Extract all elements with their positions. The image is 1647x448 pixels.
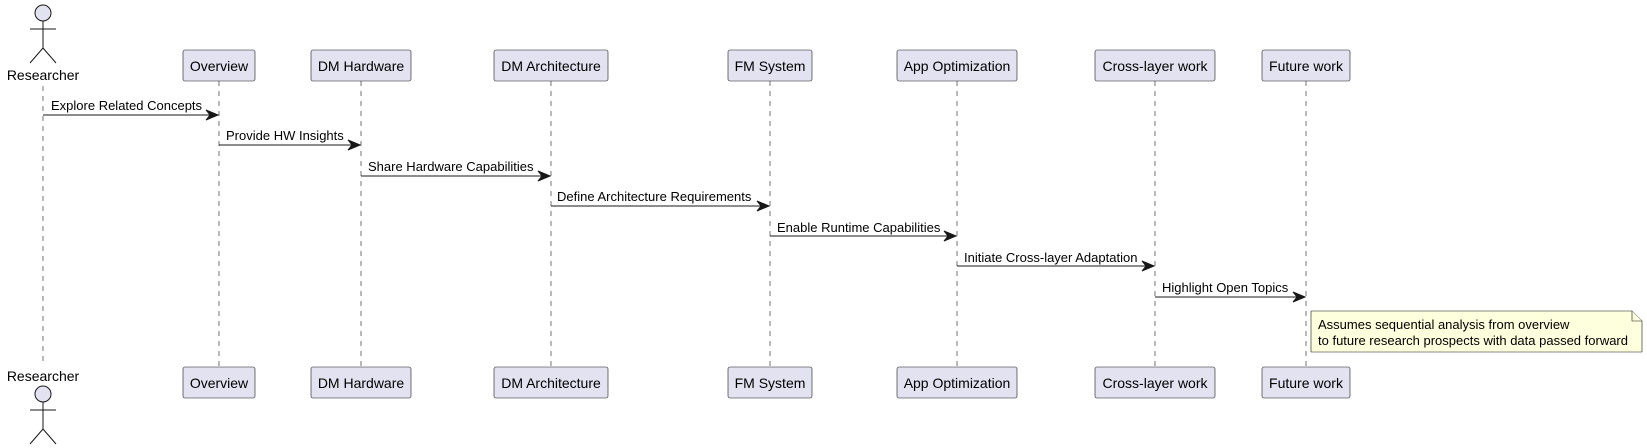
participant-label: Overview xyxy=(190,58,249,74)
participant-future-work: Future work xyxy=(1261,366,1351,399)
participant-label: App Optimization xyxy=(904,375,1011,391)
note: Assumes sequential analysis from overvie… xyxy=(1310,310,1643,353)
participant-label: DM Hardware xyxy=(318,375,405,391)
message-explore-related-concepts: Explore Related Concepts xyxy=(43,98,220,121)
participant-overview: Overview xyxy=(182,49,256,82)
participant-label: FM System xyxy=(735,58,806,74)
messages: Explore Related Concepts Provide HW Insi… xyxy=(43,98,1307,303)
participant-cross-layer-work: Cross-layer work xyxy=(1094,49,1216,82)
message-define-architecture-requirements: Define Architecture Requirements xyxy=(551,189,771,212)
participants-bottom: Overview DM Hardware DM Architecture FM … xyxy=(182,366,1351,399)
note-line-1: Assumes sequential analysis from overvie… xyxy=(1318,317,1570,332)
participant-label: App Optimization xyxy=(904,58,1011,74)
arrowhead-icon xyxy=(756,200,771,212)
note-line-2: to future research prospects with data p… xyxy=(1318,333,1628,348)
message-highlight-open-topics: Highlight Open Topics xyxy=(1155,280,1307,303)
participant-fm-system: FM System xyxy=(727,49,813,82)
message-initiate-cross-layer-adaptation: Initiate Cross-layer Adaptation xyxy=(957,250,1156,272)
participants-top: Overview DM Hardware DM Architecture FM … xyxy=(182,49,1351,82)
arrowhead-icon xyxy=(205,109,220,121)
participant-dm-architecture: DM Architecture xyxy=(493,49,609,82)
participant-label: DM Architecture xyxy=(501,58,601,74)
arrowhead-icon xyxy=(1141,260,1156,272)
message-enable-runtime-capabilities: Enable Runtime Capabilities xyxy=(770,220,958,242)
participant-label: DM Hardware xyxy=(318,58,405,74)
participant-app-optimization: App Optimization xyxy=(896,366,1018,399)
message-label: Enable Runtime Capabilities xyxy=(777,220,941,235)
message-label: Share Hardware Capabilities xyxy=(368,159,534,174)
actor-researcher-bottom: Researcher xyxy=(7,368,80,445)
actor-label: Researcher xyxy=(7,368,80,384)
lifelines xyxy=(42,81,1307,367)
message-provide-hw-insights: Provide HW Insights xyxy=(219,128,362,151)
arrowhead-icon xyxy=(347,139,362,151)
participant-overview: Overview xyxy=(182,366,256,399)
message-label: Explore Related Concepts xyxy=(51,98,203,113)
participant-label: Overview xyxy=(190,375,249,391)
participant-label: DM Architecture xyxy=(501,375,601,391)
participant-cross-layer-work: Cross-layer work xyxy=(1094,366,1216,399)
actor-label: Researcher xyxy=(7,67,80,83)
participant-label: Cross-layer work xyxy=(1102,58,1208,74)
participant-fm-system: FM System xyxy=(727,366,813,399)
participant-dm-architecture: DM Architecture xyxy=(493,366,609,399)
participant-app-optimization: App Optimization xyxy=(896,49,1018,82)
participant-label: FM System xyxy=(735,375,806,391)
message-label: Highlight Open Topics xyxy=(1162,280,1289,295)
participant-future-work: Future work xyxy=(1261,49,1351,82)
note-corner-fold xyxy=(1631,311,1642,322)
arrowhead-icon xyxy=(943,230,958,242)
message-label: Define Architecture Requirements xyxy=(557,189,752,204)
message-label: Initiate Cross-layer Adaptation xyxy=(964,250,1137,265)
participant-label: Future work xyxy=(1269,58,1344,74)
participant-dm-hardware: DM Hardware xyxy=(310,49,412,82)
actor-figure-icon xyxy=(29,4,57,64)
note-box xyxy=(1310,310,1643,353)
participant-dm-hardware: DM Hardware xyxy=(310,366,412,399)
actor-figure-icon xyxy=(29,385,57,445)
arrowhead-icon xyxy=(1292,291,1307,303)
participant-label: Cross-layer work xyxy=(1102,375,1208,391)
arrowhead-icon xyxy=(537,170,552,182)
message-share-hardware-capabilities: Share Hardware Capabilities xyxy=(361,159,552,182)
message-label: Provide HW Insights xyxy=(226,128,344,143)
participant-label: Future work xyxy=(1269,375,1344,391)
actor-researcher-top: Researcher xyxy=(7,4,80,83)
